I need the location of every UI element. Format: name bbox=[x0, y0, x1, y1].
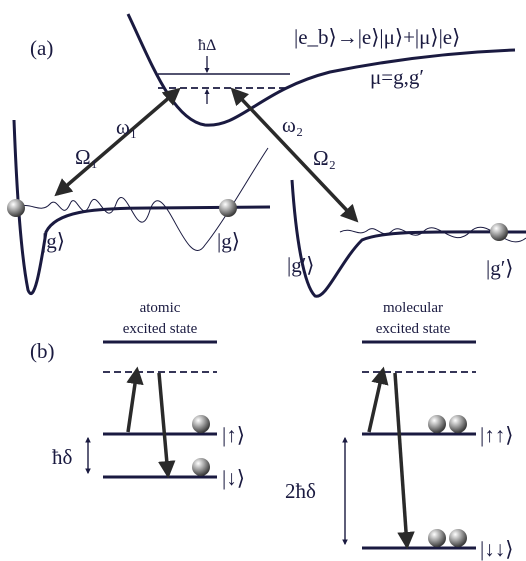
atom-g-left bbox=[7, 199, 25, 217]
Omega1-label: Ω₁ bbox=[75, 145, 98, 169]
bound-state-label: |e_b⟩→|e⟩|μ⟩+|μ⟩|e⟩ bbox=[294, 25, 460, 49]
ground-potential-gprime bbox=[290, 179, 526, 298]
panel-a-label: (a) bbox=[30, 36, 53, 60]
panel-b-label: (b) bbox=[30, 339, 55, 363]
omega1-label: ω₁ bbox=[116, 115, 137, 139]
gp-left-label: |g′⟩ bbox=[287, 253, 315, 277]
Omega2-label: Ω₂ bbox=[313, 146, 336, 170]
g-left-label: |g⟩ bbox=[42, 229, 65, 253]
wavefunction-g bbox=[15, 147, 269, 251]
molecular-title-line2: excited state bbox=[376, 321, 451, 337]
atom-downdown-1 bbox=[428, 529, 446, 547]
atom-g-right bbox=[219, 199, 237, 217]
atom-upup-1 bbox=[428, 415, 446, 433]
molecular-pump-arrow bbox=[367, 366, 389, 433]
gp-right-label: |g′⟩ bbox=[486, 256, 514, 280]
laser-1-arrow bbox=[54, 87, 181, 197]
g-right-label: |g⟩ bbox=[217, 229, 240, 253]
molecular-stokes-arrow bbox=[393, 372, 415, 550]
omega2-label: ω₂ bbox=[282, 113, 303, 137]
atomic-title-line2: excited state bbox=[123, 321, 198, 337]
atomic-pump-arrow bbox=[126, 366, 144, 433]
laser-2-arrow bbox=[230, 87, 359, 223]
atom-upup-2 bbox=[449, 415, 467, 433]
atomic-splitting-label: ħδ bbox=[52, 445, 73, 469]
atomic-title-line1: atomic bbox=[140, 300, 181, 316]
detuning-label: ħΔ bbox=[198, 37, 216, 54]
atom-down bbox=[192, 458, 210, 476]
downdown-state-label: |↓↓⟩ bbox=[480, 537, 513, 561]
mu-label: μ=g,g′ bbox=[370, 65, 424, 89]
upup-state-label: |↑↑⟩ bbox=[480, 423, 513, 447]
atomic-stokes-arrow bbox=[157, 372, 176, 479]
atom-downdown-2 bbox=[449, 529, 467, 547]
molecular-title-line1: molecular bbox=[383, 300, 443, 316]
up-state-label: |↑⟩ bbox=[222, 423, 245, 447]
atom-gprime-right bbox=[490, 223, 508, 241]
wavefunction-gprime bbox=[339, 226, 526, 243]
atom-up bbox=[192, 415, 210, 433]
molecular-splitting-label: 2ħδ bbox=[285, 479, 316, 503]
down-state-label: |↓⟩ bbox=[222, 466, 245, 490]
